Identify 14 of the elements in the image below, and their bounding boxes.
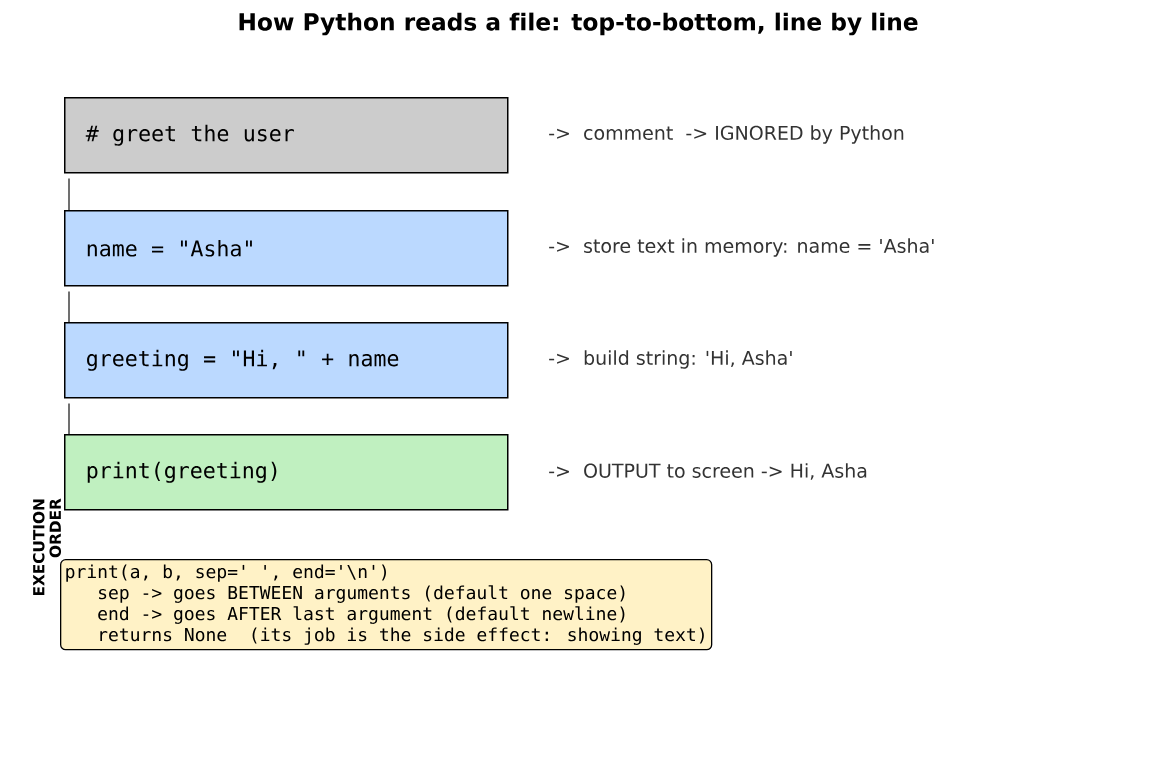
connector-line: [68, 177, 70, 211]
annotation-text: -> comment -> IGNORED by Python: [549, 125, 904, 144]
annotation-text: -> store text in memory: name = 'Asha': [549, 238, 934, 257]
code-box: name = "Asha": [64, 210, 509, 287]
annotation-text: -> build string: 'Hi, Asha': [549, 350, 792, 369]
connector-line: [68, 290, 70, 323]
vertical-label: EXECUTION ORDER: [32, 498, 62, 596]
code-box: print(greeting): [64, 434, 509, 511]
connector-line: [68, 402, 70, 435]
annotation-text: -> OUTPUT to screen -> Hi, Asha: [549, 463, 867, 480]
code-box: # greet the user: [64, 97, 509, 174]
note-box: print(a, b, sep=' ', end='\n') sep -> goes BETWEEN arguments (default one space) end -> goes AFTER last argument (default newline) returns None (its job is the side effect: showing text): [60, 559, 713, 651]
code-box: greeting = "Hi, " + name: [64, 322, 509, 399]
title: How Python reads a file: top-to-bottom, line by line: [239, 12, 918, 36]
